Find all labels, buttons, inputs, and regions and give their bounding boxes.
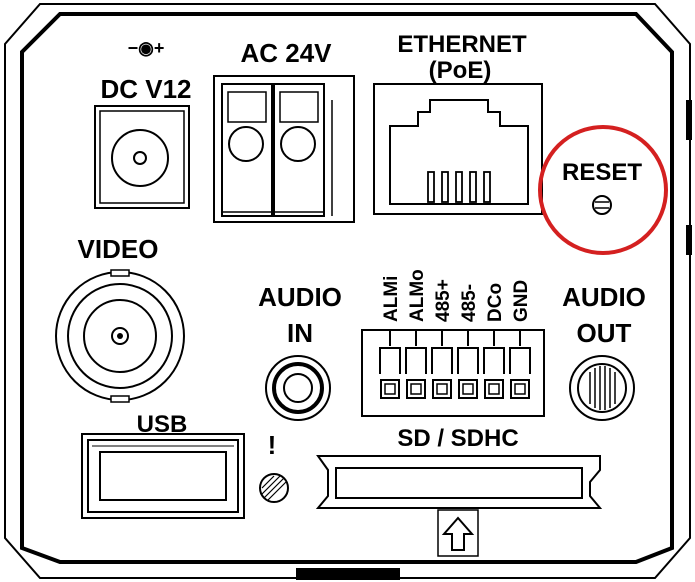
terminal-pin-label: ALMo [407, 269, 428, 322]
terminal-screw-head [488, 383, 500, 395]
audio-out-label-line1: AUDIO [562, 282, 646, 312]
sd-label: SD / SDHC [397, 425, 518, 452]
terminal-screw-head [410, 383, 422, 395]
terminal-screw-head [384, 383, 396, 395]
ac-label: AC 24V [240, 38, 332, 68]
sd-card-slot[interactable]: SD / SDHC [315, 425, 603, 557]
reset-highlight-circle [538, 125, 668, 255]
warning-screw: ! [259, 430, 289, 503]
audio-in-jack[interactable]: AUDIO IN [258, 282, 342, 421]
exclamation-icon: ! [268, 430, 277, 460]
video-bnc-connector[interactable]: VIDEO [55, 234, 185, 403]
terminal-screw[interactable] [484, 379, 504, 399]
ethernet-port[interactable]: ETHERNET (PoE) [373, 31, 543, 215]
audio-out-label-line2: OUT [577, 318, 632, 348]
ethernet-label: ETHERNET [397, 31, 527, 58]
terminal-pin-slot [431, 347, 453, 374]
usb-port[interactable]: USB [81, 411, 245, 519]
terminal-pin-label: ALMi [381, 276, 402, 322]
terminal-pin-label: 485+ [433, 279, 454, 322]
reset-button[interactable]: RESET [538, 125, 668, 255]
terminal-screw-head [514, 383, 526, 395]
dc-label: DC V12 [100, 74, 191, 104]
audio-in-label-line1: AUDIO [258, 282, 342, 312]
terminal-pin-label: 485- [459, 284, 480, 322]
terminal-pin-slots [379, 330, 531, 399]
terminal-screw[interactable] [510, 379, 530, 399]
reset-label: RESET [562, 159, 642, 186]
terminal-pin-label: GND [511, 280, 532, 322]
terminal-pin-slot [405, 347, 427, 374]
terminal-pin-slot [457, 347, 479, 374]
terminal-screw-head [436, 383, 448, 395]
up-arrow-icon [441, 516, 475, 551]
dc-power-jack[interactable]: −◉+ DC V12 [94, 38, 192, 209]
polarity-symbol: −◉+ [128, 38, 165, 58]
terminal-screw-head [462, 383, 474, 395]
terminal-screw[interactable] [432, 379, 452, 399]
audio-out-jack[interactable]: AUDIO OUT [562, 282, 646, 421]
video-label: VIDEO [78, 234, 159, 264]
terminal-pin-slot [483, 347, 505, 374]
ac-terminal-block[interactable]: AC 24V [213, 38, 355, 223]
terminal-screw[interactable] [406, 379, 426, 399]
terminal-screw[interactable] [458, 379, 478, 399]
terminal-pin-label: DCo [485, 283, 506, 322]
poe-label: (PoE) [429, 57, 492, 84]
reset-screw-icon [592, 195, 612, 215]
audio-in-label-line2: IN [287, 318, 313, 348]
terminal-screw[interactable] [380, 379, 400, 399]
terminal-pin-slot [509, 347, 531, 374]
terminal-pin-slot [379, 347, 401, 374]
